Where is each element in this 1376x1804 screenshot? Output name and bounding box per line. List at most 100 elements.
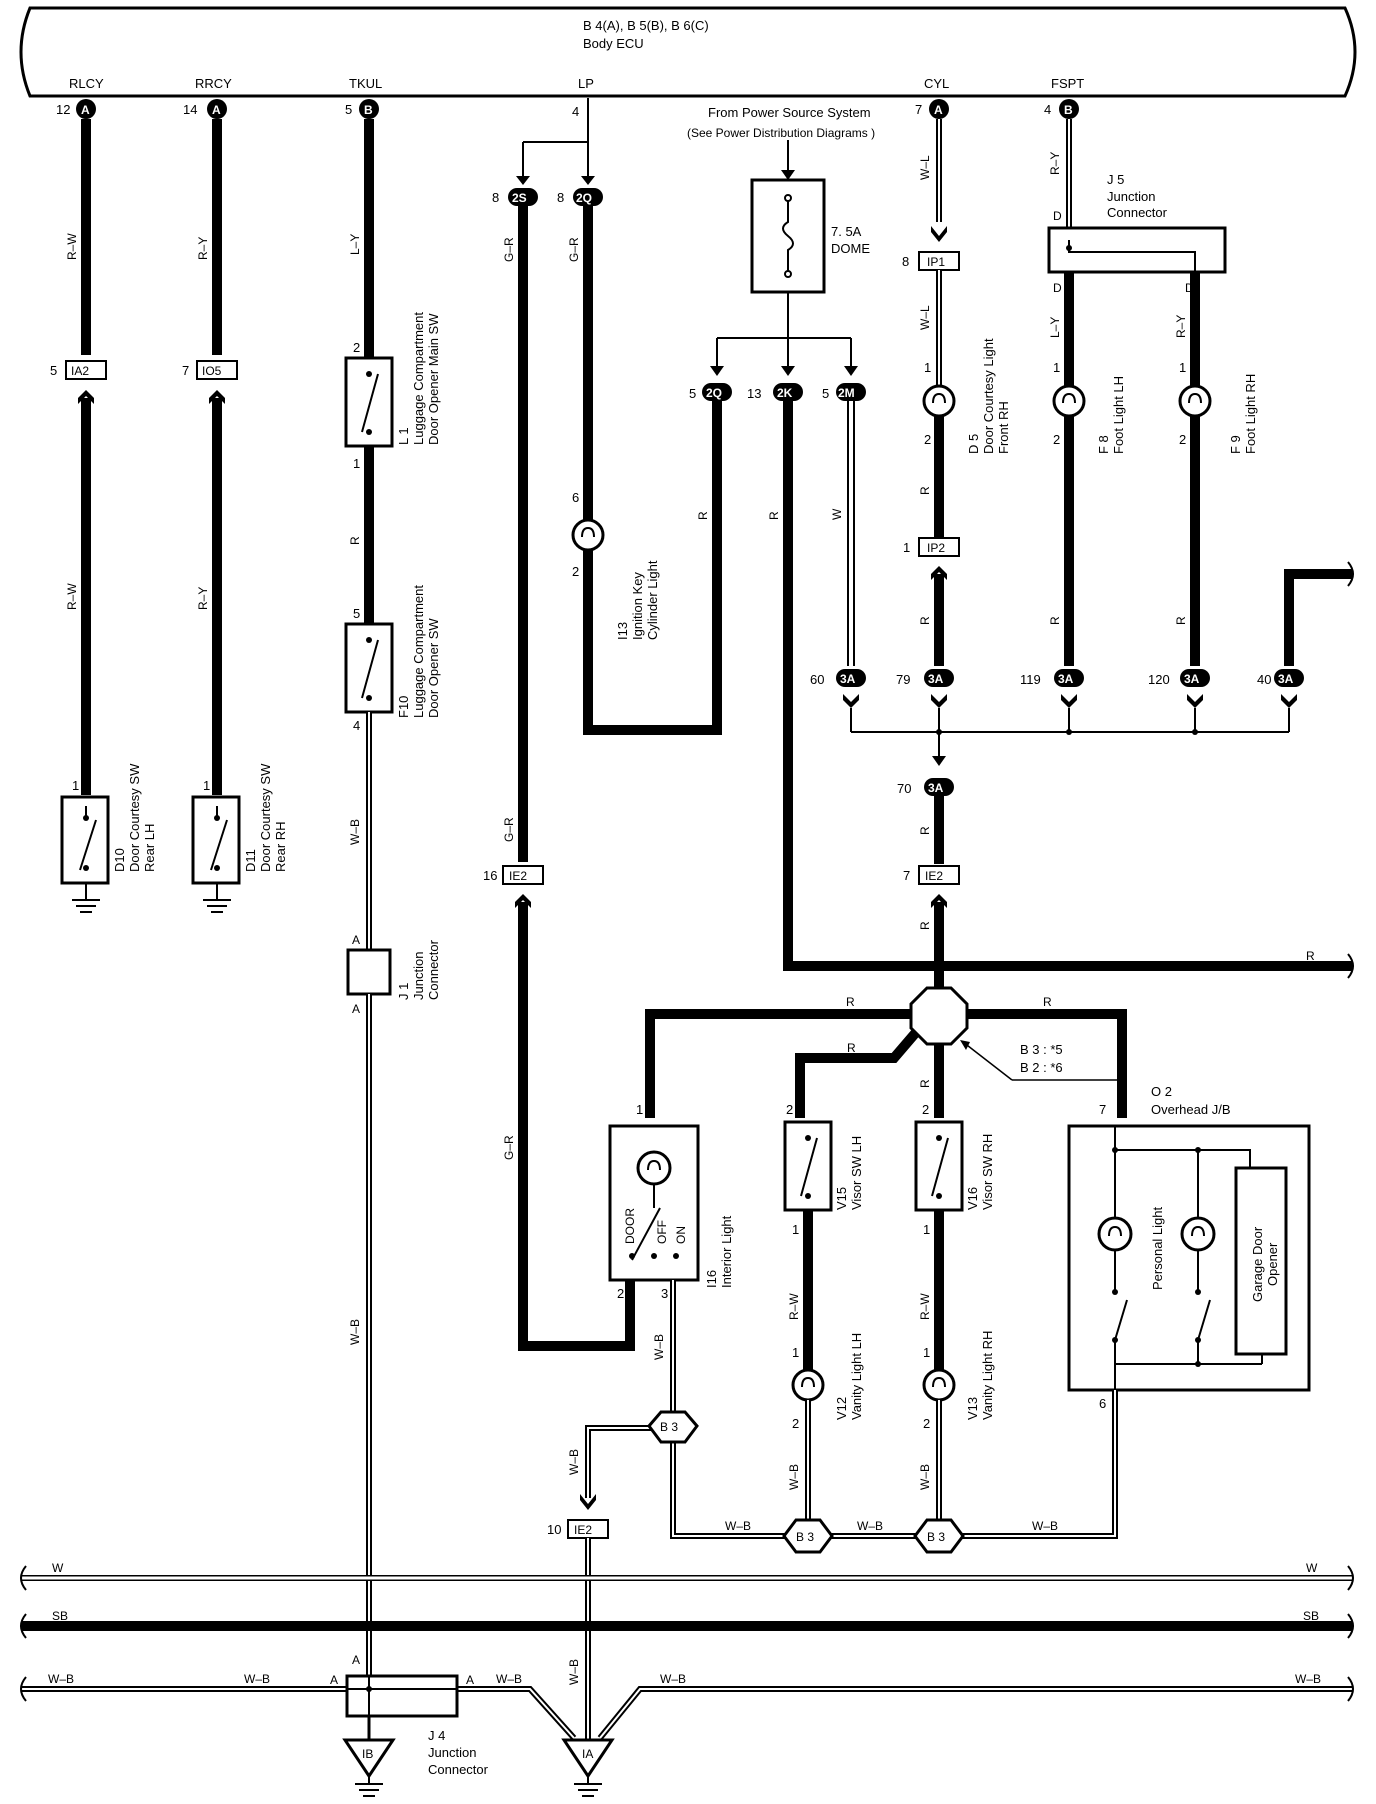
connector-label: 3A xyxy=(928,781,944,795)
switch-position-label: OFF xyxy=(655,1220,669,1244)
connector-2q xyxy=(702,383,732,401)
connector-2s xyxy=(508,188,538,206)
terminal-letter: D xyxy=(1053,281,1062,295)
personal-light-label: Personal Light xyxy=(1150,1207,1165,1290)
connector-2m xyxy=(836,383,866,401)
pin-label: 8 xyxy=(557,190,564,205)
pin-label: 6 xyxy=(1099,1396,1106,1411)
pin-label: 10 xyxy=(547,1522,561,1537)
junction-j1 xyxy=(346,948,392,996)
connector-label: IE2 xyxy=(925,869,943,883)
connector-label: 2Q xyxy=(706,386,722,400)
component-id: I13 xyxy=(615,622,630,640)
connector-label: IE2 xyxy=(509,869,527,883)
ground-icon xyxy=(203,899,231,913)
splice-b3 xyxy=(909,986,969,1046)
garage-label: Garage Door xyxy=(1250,1226,1265,1302)
wire-color-label: R xyxy=(348,536,362,545)
ecu-title-line2: Body ECU xyxy=(583,36,644,51)
wire-gr xyxy=(518,902,635,1351)
connector-3a xyxy=(836,669,866,687)
pin-label: 5 xyxy=(345,102,352,117)
wire-color-label: R xyxy=(918,826,932,835)
power-source-label: From Power Source System xyxy=(708,105,871,120)
wire-color-label: W–B xyxy=(1032,1519,1058,1533)
component-id: V13 xyxy=(965,1397,980,1420)
wire-color-label: W–B xyxy=(348,1319,362,1345)
pin-label: 2 xyxy=(617,1286,624,1301)
bulb-f8-icon xyxy=(1052,384,1086,418)
fuse-name: DOME xyxy=(831,241,870,256)
pin-label: 2 xyxy=(923,1416,930,1431)
connector-ip2 xyxy=(918,537,960,557)
pin-label: 16 xyxy=(483,868,497,883)
component-id: J 1 xyxy=(396,983,411,1000)
pin-label: 2 xyxy=(792,1416,799,1431)
pin-label: 8 xyxy=(902,254,909,269)
switch-position-label: ON xyxy=(674,1226,688,1244)
pin-label: 2 xyxy=(1053,432,1060,447)
cavity-a-marker xyxy=(207,99,227,119)
dome-fuse-circuit: From Power Source System (See Power Dist… xyxy=(687,105,1352,971)
wb-ground-network: W–B W–B W–B W–B B 3 B 3 B 3 10 IE2 W–B xyxy=(547,1390,1118,1740)
wire-r xyxy=(783,401,1352,971)
terminal-letter: A xyxy=(352,1002,360,1016)
connector-3a-row: 60 3A 79 3A 119 3A 120 3A 40 3A 70 xyxy=(810,669,1304,990)
connector-label: 3A xyxy=(1184,672,1200,686)
component-desc: Junction xyxy=(428,1745,476,1760)
component-desc: Visor SW LH xyxy=(849,1136,864,1210)
connector-ia2 xyxy=(65,360,107,380)
wire-color-label: W–B xyxy=(652,1334,666,1360)
circuit-fspt: R–Y J 5 Junction Connector D D D L–Y 1 2… xyxy=(1047,119,1352,666)
terminal-letter: D xyxy=(1053,209,1062,223)
connector-arrow xyxy=(209,390,225,404)
pin-label: 7 xyxy=(903,868,910,883)
ground-label: IB xyxy=(362,1747,373,1761)
connector-label: 2S xyxy=(512,191,527,205)
wire-color-label: G–R xyxy=(567,237,581,262)
connector-label: IE2 xyxy=(574,1523,592,1537)
pin-label: 13 xyxy=(747,386,761,401)
component-desc: Junction xyxy=(1107,189,1155,204)
wire-color-label: SB xyxy=(1303,1609,1319,1623)
connector-label: 2Q xyxy=(576,191,592,205)
component-id: F 9 xyxy=(1228,435,1243,454)
connector-label: IP2 xyxy=(927,541,945,555)
wire-color-label: R–W xyxy=(65,233,79,260)
connector-arrow xyxy=(515,894,531,908)
component-id: L 1 xyxy=(396,427,411,445)
component-desc: Foot Light RH xyxy=(1243,374,1258,454)
wire-color-label: G–R xyxy=(502,817,516,842)
wire-color-label: R–Y xyxy=(1174,315,1188,338)
ground-label: IA xyxy=(582,1747,593,1761)
component-desc: Visor SW RH xyxy=(980,1134,995,1210)
harness-bus: W W SB SB W–B W–B W–B W–B W–B xyxy=(20,561,1354,1741)
connector-3a xyxy=(1180,669,1210,687)
connector-3a xyxy=(924,778,954,796)
circuit-rrcy: R–Y 7 IO5 R–Y 1 D11 Door Courtesy SW Rea… xyxy=(182,119,288,913)
wire-color-label: W–B xyxy=(725,1519,751,1533)
pin-label: 1 xyxy=(903,540,910,555)
pin-label: 1 xyxy=(924,360,931,375)
connector-arrow xyxy=(931,226,947,242)
visor-vanity-lh: 2 V15 Visor SW LH 1 R–W 1 2 V12 Vanity L… xyxy=(783,1102,864,1520)
ground-ib xyxy=(342,1738,396,1779)
component-id: O 2 xyxy=(1151,1084,1172,1099)
bulb-i13-icon xyxy=(571,518,605,552)
overhead-jb-o2: O 2 Overhead J/B 7 Personal Light Garage… xyxy=(1067,1084,1311,1411)
wire-color-label: R–W xyxy=(918,1293,932,1320)
pin-label: 1 xyxy=(792,1222,799,1237)
splice-label: B 3 xyxy=(927,1530,945,1544)
component-desc: Ignition Key xyxy=(630,572,645,640)
component-id: D 5 xyxy=(966,434,981,454)
connector-arrow xyxy=(580,1494,596,1510)
bulb-v12-icon xyxy=(791,1368,825,1402)
wire-color-label: R xyxy=(1043,995,1052,1009)
pin-label: 1 xyxy=(203,778,210,793)
bulb-f9-icon xyxy=(1178,384,1212,418)
component-desc: Junction xyxy=(411,952,426,1000)
garage-label: Opener xyxy=(1265,1242,1280,1286)
switch-position-label: DOOR xyxy=(623,1208,637,1244)
component-id: D11 xyxy=(243,849,258,872)
component-id: V12 xyxy=(834,1397,849,1420)
